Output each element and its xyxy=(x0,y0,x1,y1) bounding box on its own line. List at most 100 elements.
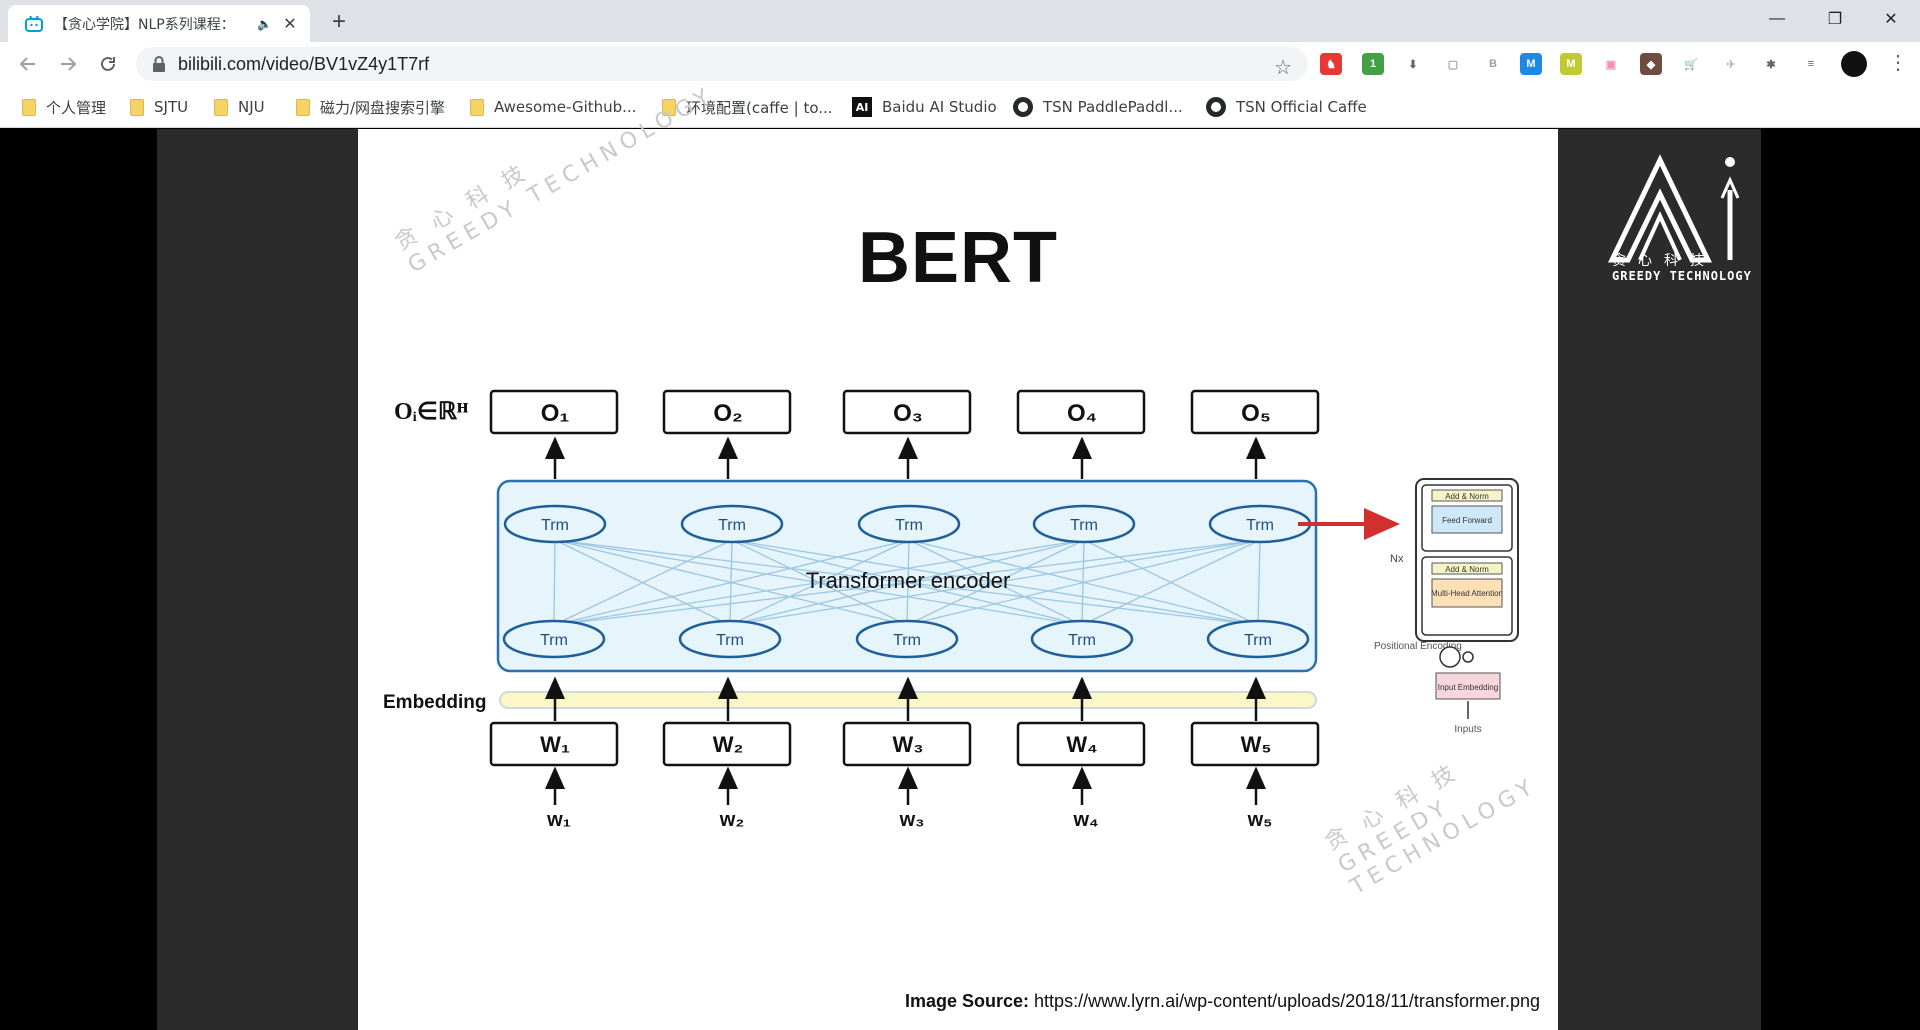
trm-label: Trm xyxy=(895,517,923,534)
arch-addnorm-1 xyxy=(1431,489,1503,502)
arch-feedforward xyxy=(1431,505,1503,534)
bookmark-label: Baidu AI Studio xyxy=(882,98,997,116)
playlist-extension-icon[interactable]: ≡ xyxy=(1807,58,1815,70)
attention-link xyxy=(554,539,731,626)
trm-label: Trm xyxy=(718,517,746,534)
trm-label: Trm xyxy=(540,632,568,649)
forward-button[interactable] xyxy=(54,50,82,78)
encoder-label: Transformer encoder xyxy=(806,568,1011,593)
github-icon xyxy=(1206,97,1226,117)
slide: BERT 贪 心 科 技 GREEDY TECHNOLOGY 贪 心 科 技 G… xyxy=(358,82,1558,1030)
bookmark-1[interactable]: SJTU xyxy=(130,96,188,118)
forward-arrow-icon xyxy=(61,57,77,71)
bookmark-4[interactable]: Awesome-Github... xyxy=(470,96,636,118)
menu-dots-icon[interactable]: ⋮ xyxy=(1888,52,1908,74)
trm-top xyxy=(680,504,784,544)
trm-top xyxy=(503,504,607,544)
bird-extension-icon[interactable]: ✈ xyxy=(1726,58,1736,71)
bookmark-star-icon[interactable]: ☆ xyxy=(1274,57,1292,79)
source-prefix: Image Source: xyxy=(904,991,1030,1011)
arch-nx: Nx xyxy=(1390,553,1404,565)
bookmark-5[interactable]: 环境配置(caffe | to... xyxy=(662,96,833,118)
input-word: w₄ xyxy=(1072,809,1098,831)
slide-title: BERT xyxy=(858,218,1058,298)
video-left-pad xyxy=(157,129,360,1030)
restore-button[interactable]: ❐ xyxy=(1827,11,1843,28)
arch-add-icon xyxy=(1462,651,1474,663)
trm-top xyxy=(857,504,961,544)
url-text: bilibili.com/video/BV1vZ4y1T7rf xyxy=(178,53,430,74)
bookmark-6[interactable]: AI Baidu AI Studio xyxy=(852,96,997,118)
token-label: W₁ xyxy=(540,732,570,757)
cart-extension-icon[interactable]: 🛒 xyxy=(1684,58,1698,71)
browser-tab[interactable]: 【贪心学院】NLP系列课程： 🔈 ✕ xyxy=(8,5,310,42)
token-box xyxy=(662,721,792,767)
reload-button[interactable] xyxy=(94,50,122,78)
trm-bottom xyxy=(678,619,782,659)
logo-cn: 贪心科技 xyxy=(1612,253,1716,269)
embedding-label: Embedding xyxy=(383,692,486,713)
output-box xyxy=(662,389,792,435)
bookmark-label: TSN PaddlePaddl... xyxy=(1043,98,1183,116)
output-label: O₂ xyxy=(713,400,742,427)
ai-studio-icon: AI xyxy=(852,97,872,117)
bookmark-2[interactable]: NJU xyxy=(214,96,265,118)
audio-icon[interactable]: 🔈 xyxy=(257,16,272,31)
arch-input-embedding xyxy=(1435,672,1501,700)
bookmark-label: NJU xyxy=(238,98,265,116)
m-blue-extension-icon[interactable]: M xyxy=(1520,53,1542,75)
bookmark-label: 磁力/网盘搜索引擎 xyxy=(320,98,446,117)
tab-close-icon[interactable]: ✕ xyxy=(283,15,297,33)
arch-text: Feed Forward xyxy=(1442,516,1492,525)
m-yellow-extension-icon[interactable]: M xyxy=(1560,53,1582,75)
bookmark-label: TSN Official Caffe xyxy=(1236,98,1367,116)
bookmarks-bar xyxy=(0,86,1920,128)
tab-title: 【贪心学院】NLP系列课程： xyxy=(54,16,235,33)
bookmark-label: SJTU xyxy=(154,98,189,116)
input-word: w₁ xyxy=(546,809,571,831)
trm-bottom xyxy=(855,619,959,659)
folder-icon xyxy=(296,98,310,116)
minimize-button[interactable]: — xyxy=(1769,10,1785,27)
address-bar[interactable]: bilibili.com/video/BV1vZ4y1T7rf ☆ xyxy=(136,47,1308,81)
folder-icon xyxy=(130,98,144,116)
back-button[interactable] xyxy=(14,50,42,78)
bookmark-8[interactable]: TSN Official Caffe xyxy=(1206,96,1367,118)
profile-avatar[interactable] xyxy=(1841,51,1867,77)
token-box xyxy=(842,721,972,767)
image-source: Image Source: https://www.lyrn.ai/wp-con… xyxy=(905,991,1540,1012)
token-box xyxy=(489,721,619,767)
download-extension-icon[interactable]: ⬇ xyxy=(1408,58,1418,71)
bilibili-extension-icon[interactable]: ▣ xyxy=(1605,58,1617,71)
green-badge-extension-icon[interactable]: 1 xyxy=(1362,53,1384,75)
output-label: O₄ xyxy=(1067,400,1097,427)
attention-link xyxy=(1257,539,1261,626)
folder-icon xyxy=(214,98,228,116)
attention-link xyxy=(554,539,908,626)
bookmark-7[interactable]: TSN PaddlePaddl... xyxy=(1013,96,1183,118)
trm-label: Trm xyxy=(893,632,921,649)
bookmark-3[interactable]: 磁力/网盘搜索引擎 xyxy=(296,96,445,118)
output-label: O₁ xyxy=(541,400,570,427)
trm-bottom xyxy=(1030,619,1134,659)
close-window-button[interactable]: ✕ xyxy=(1884,11,1898,28)
arch-multihead xyxy=(1431,578,1503,608)
bookmark-label: 个人管理 xyxy=(46,98,107,117)
greedy-logo-icon xyxy=(1608,154,1740,263)
trm-label: Trm xyxy=(1068,632,1096,649)
red-badge-extension-icon[interactable]: ♞ xyxy=(1320,53,1342,75)
puzzle-extension-icon[interactable]: ✱ xyxy=(1766,58,1776,71)
bose-extension-icon[interactable]: B xyxy=(1489,58,1497,70)
arch-positional-icon xyxy=(1439,646,1461,668)
output-box xyxy=(1190,389,1320,435)
trm-bottom xyxy=(502,619,606,659)
token-box xyxy=(1016,721,1146,767)
colorful-extension-icon[interactable]: ◆ xyxy=(1640,53,1662,75)
folder-icon xyxy=(470,98,484,116)
bookmark-0[interactable]: 个人管理 xyxy=(22,96,106,118)
lock-icon xyxy=(153,56,165,72)
box-extension-icon[interactable]: ▢ xyxy=(1447,58,1459,71)
trm-bottom xyxy=(1206,619,1310,659)
new-tab-button[interactable]: + xyxy=(331,8,346,35)
